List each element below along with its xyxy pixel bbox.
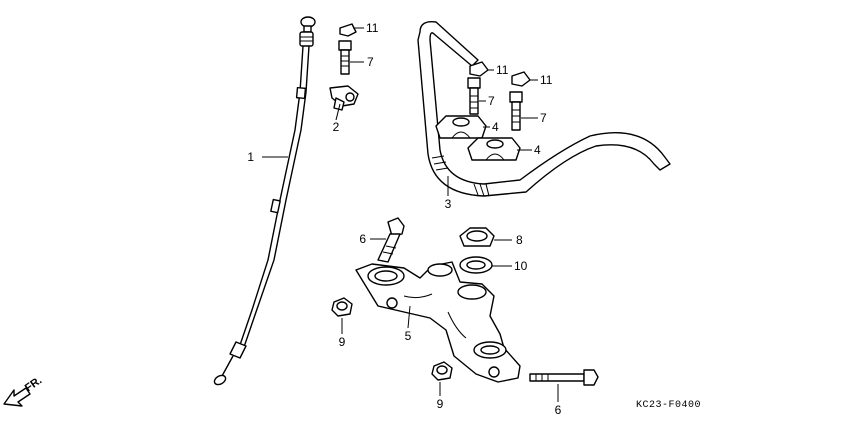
callout-6a: 6 [359, 232, 366, 246]
callout-7b: 7 [488, 94, 495, 108]
nut-9-left [331, 297, 353, 317]
callout-4b: 4 [534, 143, 541, 157]
top-bridge [355, 261, 521, 383]
leader-lines [262, 27, 559, 402]
callout-5: 5 [405, 329, 412, 343]
callout-1: 1 [247, 150, 254, 164]
callout-7c: 7 [540, 111, 547, 125]
callout-10: 10 [514, 259, 528, 273]
drawing-code: KC23-F0400 [636, 400, 701, 411]
bolt-left-group [338, 23, 357, 75]
callout-8: 8 [516, 233, 523, 247]
callout-9a: 9 [339, 335, 346, 349]
cable-bracket [329, 85, 359, 111]
washer [459, 256, 493, 274]
bolt-center-group [467, 61, 489, 115]
stem-nut [459, 227, 495, 247]
control-cable [213, 16, 316, 386]
bolt-6-lower [529, 369, 599, 386]
callout-6b: 6 [555, 403, 562, 417]
front-direction-arrow: FR. [3, 374, 44, 407]
callout-11b: 11 [496, 63, 509, 77]
callout-4a: 4 [492, 120, 499, 134]
callouts: 1 2 11 7 3 4 4 11 7 11 7 6 8 10 5 9 9 6 [247, 21, 561, 417]
callout-3: 3 [445, 197, 452, 211]
callout-2: 2 [333, 120, 340, 134]
handlebar [417, 21, 671, 197]
handlebar-holder-upper [435, 115, 487, 139]
callout-9b: 9 [437, 397, 444, 411]
nut-9-bottom [431, 361, 453, 381]
callout-11c: 11 [540, 73, 553, 87]
callout-11a: 11 [366, 21, 379, 35]
callout-7a: 7 [367, 55, 374, 69]
bolt-right-group [509, 71, 531, 131]
bolt-6-upper [377, 217, 405, 263]
handlebar-holder-lower [467, 137, 521, 161]
